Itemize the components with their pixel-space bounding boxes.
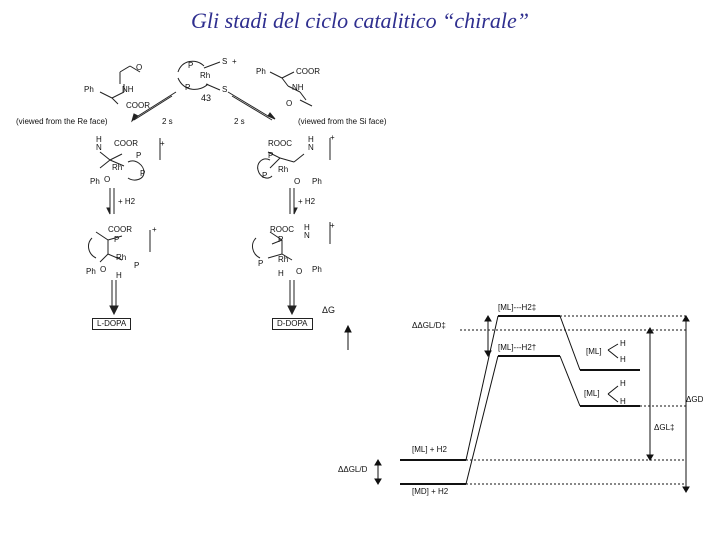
- rc1-o: O: [294, 177, 301, 186]
- level-ml-h2-label: [ML] + H2: [412, 445, 447, 454]
- h-label-1: H: [620, 339, 626, 348]
- lc1-o: O: [104, 175, 111, 184]
- rc1-p2: P: [262, 171, 268, 180]
- h-label-2: H: [620, 355, 626, 364]
- ddg-ground-label: ΔΔGL/D: [338, 465, 368, 474]
- rc1-h: H: [308, 135, 314, 144]
- lc2-p: P: [114, 235, 120, 244]
- catalyst-ring: [177, 60, 205, 73]
- lc1-charge: +: [160, 139, 165, 148]
- rc2-n: N: [304, 231, 310, 240]
- left-product-box: L-DOPA: [92, 318, 132, 330]
- lc2-ph: Ph: [86, 267, 96, 276]
- rc1-rh: Rh: [278, 165, 289, 174]
- rc2-ester: ROOC: [270, 225, 294, 234]
- right-sub-nh: NH: [292, 83, 304, 92]
- lc1-h: H: [96, 135, 102, 144]
- catalyst-p2: P: [188, 61, 194, 70]
- left-sub-ph: Ph: [84, 85, 94, 94]
- rc1-ph: Ph: [312, 177, 322, 186]
- left-h2-step: + H2: [118, 197, 136, 206]
- lc1-ph: Ph: [90, 177, 100, 186]
- dg-axis-label: ΔG: [322, 305, 336, 315]
- lc2-h: H: [116, 271, 122, 280]
- rc2-p: P: [278, 235, 284, 244]
- h-label-4: H: [620, 397, 626, 406]
- left-view-note: (viewed from the Re face): [16, 117, 108, 126]
- right-equilibrium-arrow: [227, 91, 269, 117]
- catalyst-p: P: [185, 83, 191, 92]
- right-substrate-bonds: [269, 71, 283, 79]
- catalyst-s: S: [222, 57, 228, 66]
- left-sub-nh: NH: [122, 85, 134, 94]
- level-ts-lower-label: [ML]---H2†: [498, 343, 537, 352]
- dgl-label: ΔGL‡: [654, 423, 675, 432]
- rc2-o: O: [296, 267, 303, 276]
- right-step-solvent: 2 s: [234, 117, 245, 126]
- right-complex-2: [267, 231, 293, 261]
- catalyst-rh: Rh: [200, 71, 211, 80]
- rc2-h2: H: [278, 269, 284, 278]
- left-complex-2: [95, 231, 123, 263]
- lc2-o: O: [100, 265, 107, 274]
- level-md-h2-label: [MD] + H2: [412, 487, 449, 496]
- h-label-3: H: [620, 379, 626, 388]
- slide-title: Gli stadi del ciclo catalitico “chirale”: [191, 8, 529, 33]
- level-ml-2-label: [ML]: [584, 389, 600, 398]
- right-sub-ph: Ph: [256, 67, 266, 76]
- rc2-charge: +: [330, 221, 335, 230]
- lc2-p2: P: [134, 261, 140, 270]
- right-sub-o: O: [286, 99, 293, 108]
- catalyst-s2: S: [222, 85, 228, 94]
- level-ml-1-label: [ML]: [586, 347, 602, 356]
- lc2-ester: COOR: [108, 225, 132, 234]
- rc1-n: N: [308, 143, 314, 152]
- dgd-label: ΔGD: [686, 395, 704, 404]
- right-view-note: (viewed from the Si face): [298, 117, 387, 126]
- lc1-ester: COOR: [114, 139, 138, 148]
- rc2-h: H: [304, 223, 310, 232]
- right-product-box: D-DOPA: [272, 318, 313, 330]
- lc2-charge: +: [152, 225, 157, 234]
- left-substrate-bonds: [119, 65, 131, 73]
- right-complex-1: [267, 151, 305, 169]
- rc1-charge: +: [330, 133, 335, 142]
- left-complex-1: [99, 151, 125, 169]
- rc2-p2: P: [258, 259, 264, 268]
- left-sub-ester: COOR: [126, 101, 150, 110]
- right-sub-ester: COOR: [296, 67, 320, 76]
- left-sub-o: O: [136, 63, 143, 72]
- right-h2-step: + H2: [298, 197, 316, 206]
- ddg-ts-label: ΔΔGL/D‡: [412, 321, 446, 330]
- rc1-p: P: [268, 151, 274, 160]
- lc1-p2: P: [140, 169, 146, 178]
- catalyst-charge: +: [232, 57, 237, 66]
- rc2-ph: Ph: [312, 265, 322, 274]
- level-ts-upper-label: [ML]---H2‡: [498, 303, 537, 312]
- lc1-rh: Rh: [112, 163, 123, 172]
- rc2-rh: Rh: [278, 255, 289, 264]
- lc1-n: N: [96, 143, 102, 152]
- catalyst-number: 43: [201, 93, 212, 103]
- left-equilibrium-arrow: [137, 91, 177, 117]
- lc2-rh: Rh: [116, 253, 127, 262]
- rc1-ester: ROOC: [268, 139, 292, 148]
- lc1-p: P: [136, 151, 142, 160]
- left-step-solvent: 2 s: [162, 117, 173, 126]
